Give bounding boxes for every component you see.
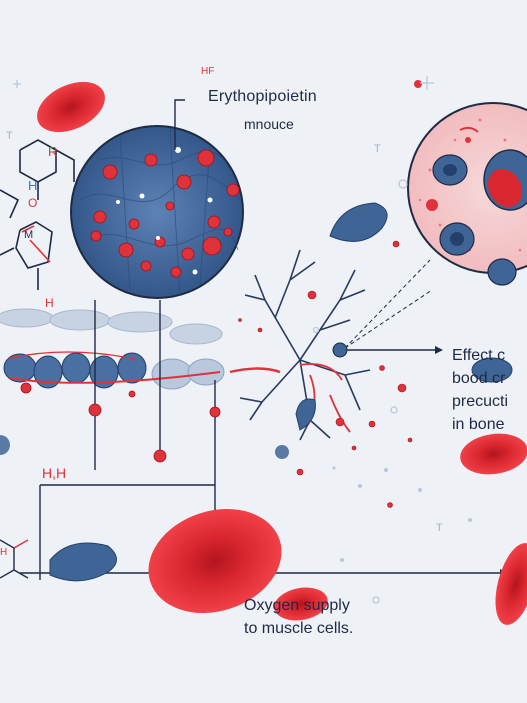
effect-line-2: bood cr bbox=[452, 370, 506, 387]
oxygen-line-2: to muscle cells. bbox=[244, 620, 354, 637]
blue-cells bbox=[49, 202, 513, 582]
chem-h3-label: H bbox=[0, 547, 8, 558]
effect-caption: Effect c bood cr precucti in bone bbox=[452, 344, 508, 436]
hf-label: HF bbox=[201, 66, 215, 77]
oxygen-line-1: Oxygen supply bbox=[244, 597, 350, 614]
chem-m-label: M bbox=[24, 229, 34, 241]
molecule-structure bbox=[0, 139, 75, 290]
t-mark: T bbox=[6, 130, 13, 142]
red-blood-cells bbox=[37, 80, 527, 625]
effect-line-3: precucti bbox=[452, 393, 509, 410]
effect-line-1: Effect c bbox=[452, 347, 506, 364]
effect-line-4: in bone bbox=[452, 416, 505, 433]
protein-chain bbox=[0, 308, 225, 390]
chem-o-label: O bbox=[28, 196, 38, 210]
hydrogen-label: H,H bbox=[42, 465, 67, 481]
chem-h2-label: H bbox=[45, 296, 54, 310]
t-mark: T bbox=[436, 522, 443, 534]
bone-marrow-magnification bbox=[407, 102, 527, 286]
tissue-magnification bbox=[70, 125, 244, 299]
chem-h-label: H bbox=[28, 178, 38, 193]
diagram-subtitle: mnouce bbox=[244, 116, 294, 132]
molecule-structure-lower bbox=[0, 539, 29, 579]
oxygen-caption: Oxygen supply to muscle cells. bbox=[244, 594, 353, 640]
chem-r-label: R bbox=[48, 144, 58, 159]
t-mark: T bbox=[374, 143, 381, 155]
diagram-title: Erythopipoietin bbox=[208, 88, 317, 105]
